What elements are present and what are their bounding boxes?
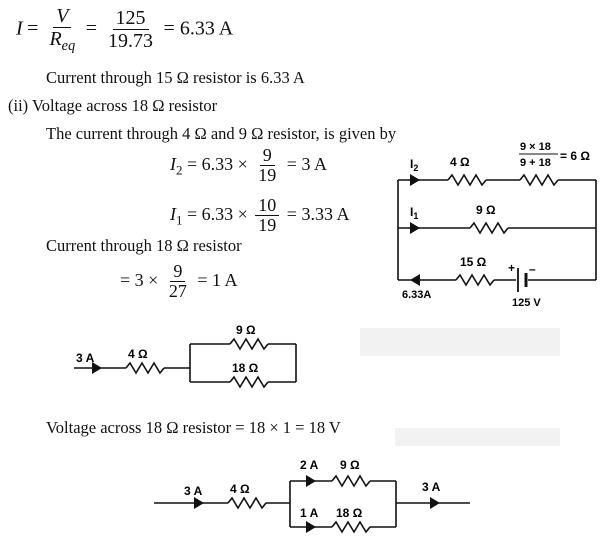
arrow-in <box>92 362 102 374</box>
label-18ohm: 18 Ω <box>336 506 363 520</box>
label-9ohm: 9 Ω <box>340 458 360 472</box>
label-4ohm: 4 Ω <box>450 155 470 169</box>
label-3a-in: 3 A <box>184 484 203 498</box>
label-battery: 125 V <box>512 297 541 309</box>
label-2a: 2 A <box>300 458 319 472</box>
arrow-i1 <box>410 222 420 234</box>
resistor-15ohm <box>455 273 495 287</box>
resistor-6ohm <box>519 173 559 187</box>
resistor-4ohm <box>447 173 487 187</box>
label-1a: 1 A <box>300 506 319 520</box>
battery-minus: – <box>529 262 536 276</box>
heading-voltage-18: (ii) Voltage across 18 Ω resistor <box>8 96 218 115</box>
battery-plus: + <box>508 261 515 275</box>
resistor-4ohm <box>227 496 267 510</box>
arrow-out <box>430 497 440 509</box>
bleed-through-block <box>360 328 560 356</box>
circuit-diagram-full: + – I2 4 Ω 9 × 18 9 + 18 = 6 Ω I1 9 Ω 15… <box>397 141 597 309</box>
arrow-i2 <box>410 174 420 186</box>
eq1-result: = 6.33 A <box>163 17 234 40</box>
label-current: 6.33A <box>402 289 431 301</box>
fraction-125-19: 125 19.73 <box>108 7 154 53</box>
resistor-4ohm <box>125 361 165 375</box>
resistor-18ohm <box>331 520 371 534</box>
bleed-through-block <box>395 428 560 446</box>
label-parallel-den: 9 + 18 <box>520 157 551 169</box>
label-i2: I2 <box>410 157 418 173</box>
label-3a-out: 3 A <box>422 480 441 494</box>
label-parallel-rhs: = 6 Ω <box>560 149 590 163</box>
label-3a: 3 A <box>76 351 95 365</box>
label-4ohm: 4 Ω <box>230 482 250 496</box>
text-current-4-9: The current through 4 Ω and 9 Ω resistor… <box>46 124 397 143</box>
arrow-top <box>306 475 316 487</box>
arrow-current <box>410 274 420 286</box>
resistor-9ohm <box>229 337 269 351</box>
label-parallel-num: 9 × 18 <box>520 141 551 153</box>
label-9ohm: 9 Ω <box>476 203 496 217</box>
text-voltage-18: Voltage across 18 Ω resistor = 18 × 1 = … <box>46 418 341 437</box>
eq-lhs: I <box>16 17 23 40</box>
circuit-diagram-parallel: 3 A 4 Ω 9 Ω 18 Ω <box>74 323 297 389</box>
text-current-15: Current through 15 Ω resistor is 6.33 A <box>46 68 305 87</box>
arrow-in <box>194 497 204 509</box>
label-15ohm: 15 Ω <box>460 255 487 269</box>
resistor-18ohm <box>229 375 269 389</box>
label-i1: I1 <box>410 205 418 221</box>
resistor-9ohm <box>331 474 371 488</box>
fraction-v-req: V Req <box>49 5 76 54</box>
label-18ohm: 18 Ω <box>232 361 259 375</box>
resistor-9ohm <box>469 221 509 235</box>
text-current-18: Current through 18 Ω resistor <box>46 236 242 255</box>
equation-current-total: I = V Req = 125 19.73 = 6.33 A <box>16 5 234 54</box>
label-9ohm: 9 Ω <box>236 323 256 337</box>
circuit-diagram-currents: 3 A 4 Ω 2 A 9 Ω 1 A 18 Ω 3 A <box>154 458 470 534</box>
label-4ohm: 4 Ω <box>128 347 148 361</box>
arrow-bottom <box>306 521 316 533</box>
